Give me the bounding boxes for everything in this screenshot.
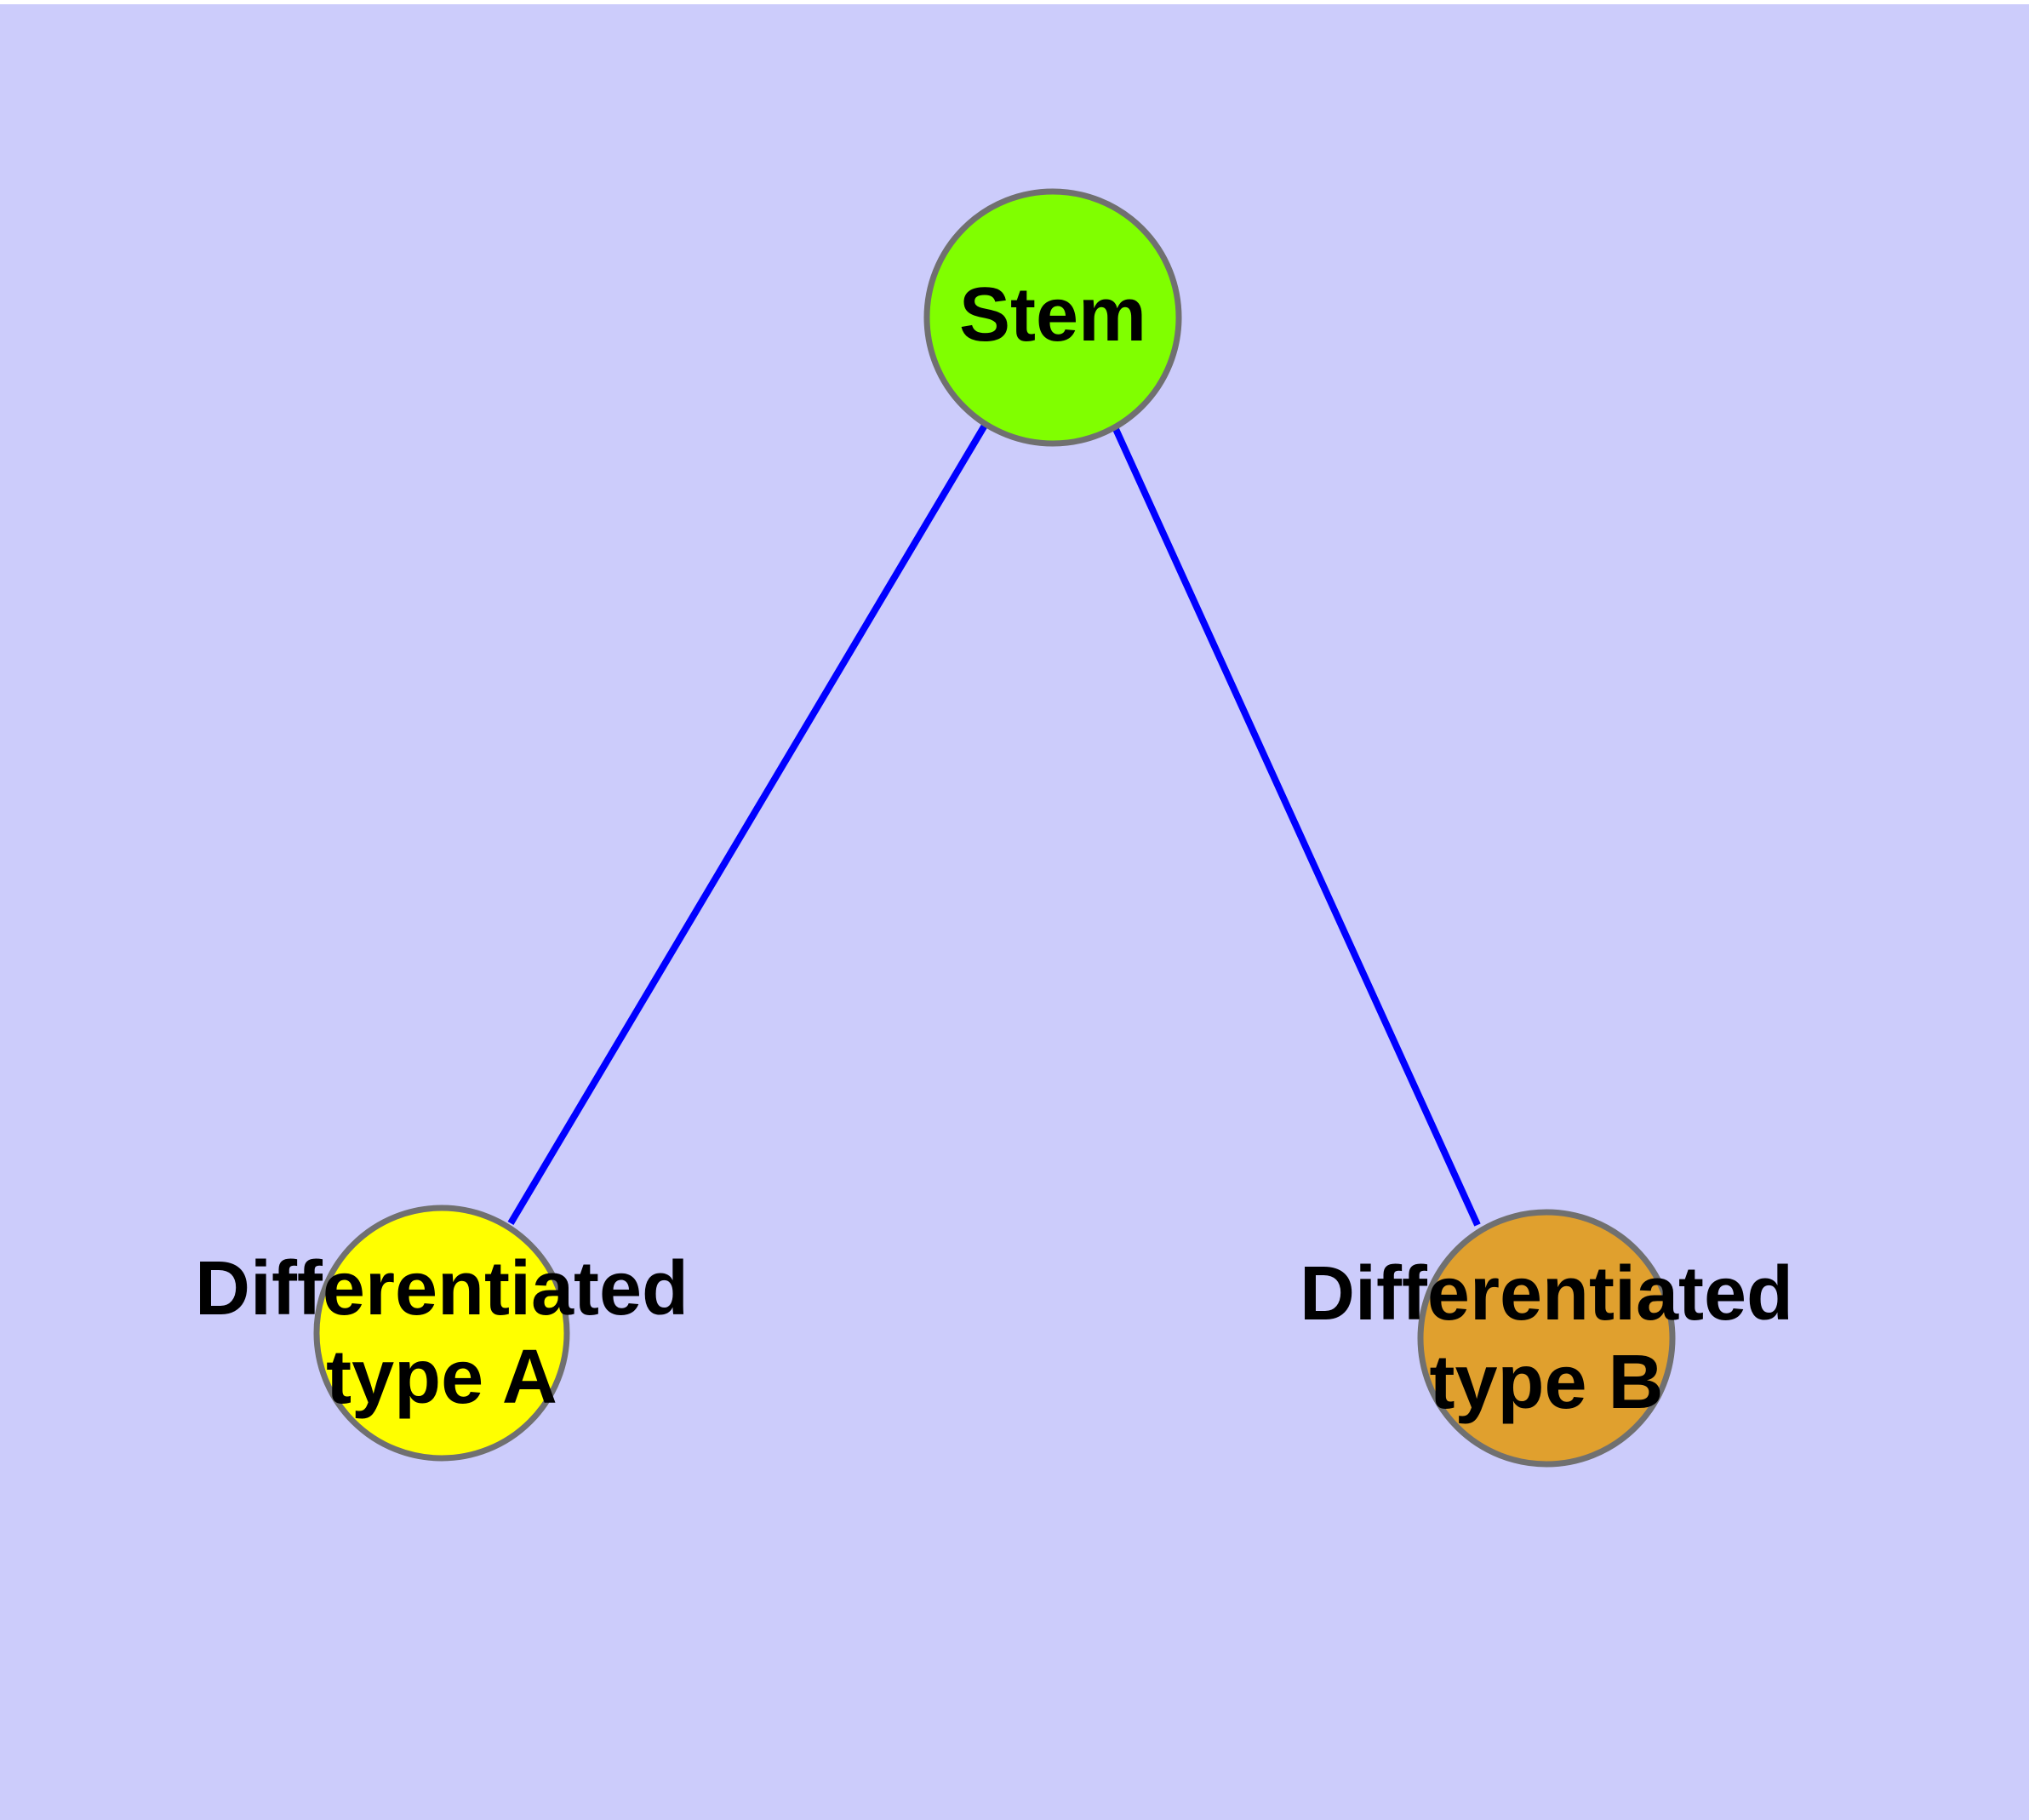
node-differentiated-type-a[interactable] <box>313 1205 570 1462</box>
edge-stem-to-differentiated-type-a[interactable] <box>507 421 989 1226</box>
edge-stem-to-differentiated-type-b[interactable] <box>1112 427 1481 1227</box>
edge-group <box>507 421 1481 1227</box>
node-group <box>313 188 1676 1468</box>
node-differentiated-type-b[interactable] <box>1417 1209 1676 1468</box>
node-stem[interactable] <box>923 188 1182 447</box>
